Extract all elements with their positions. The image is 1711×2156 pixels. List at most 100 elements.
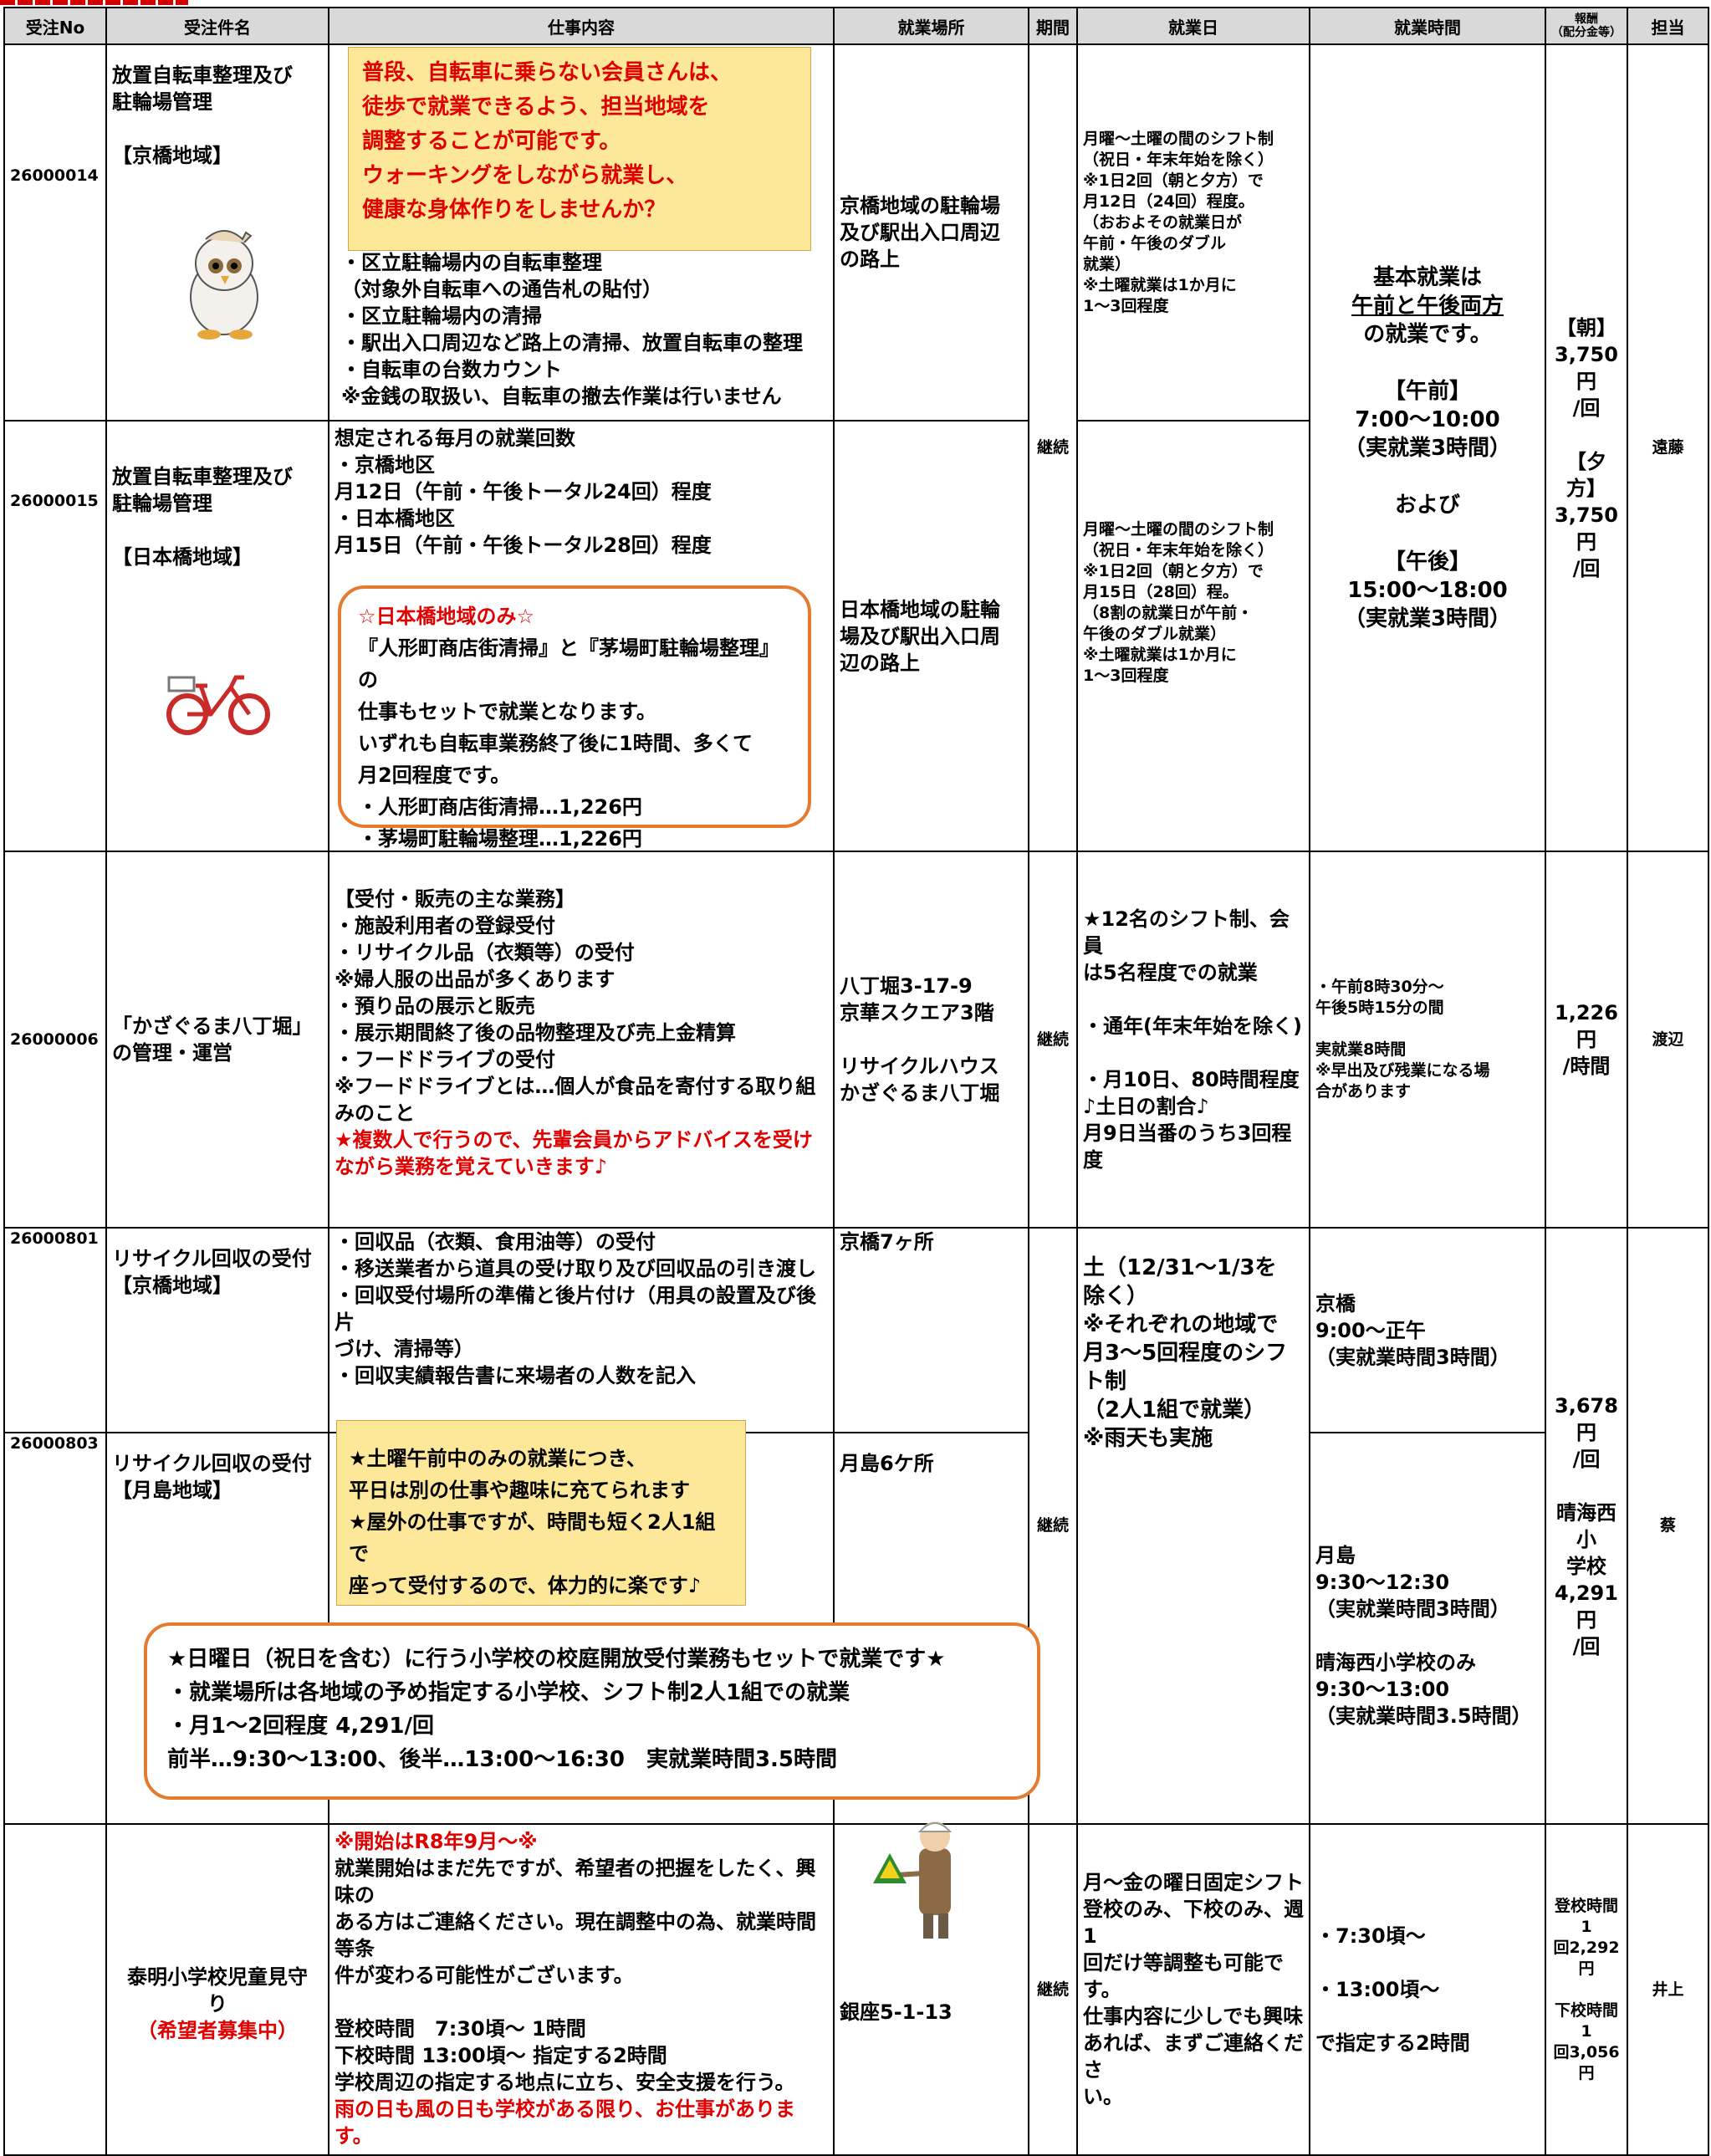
- row5-period-cell: 継続: [1028, 1823, 1078, 2156]
- row3-pay: 1,226円 /時間: [1555, 1001, 1618, 1078]
- group4-staff: 蔡: [1659, 1516, 1676, 1535]
- row1-no: 26000014: [10, 166, 99, 185]
- row3-days: ★12名のシフト制、会員 は5名程度での就業 ・通年(年末年始を除く) ・月10…: [1083, 907, 1302, 1172]
- row3-staff: 渡辺: [1652, 1029, 1684, 1049]
- row4a-content: ・回収品（衣類、食用油等）の受付 ・移送業者から道具の受け取り及び回収品の引き渡…: [335, 1230, 816, 1387]
- row4a-no-cell: 26000801: [3, 1227, 107, 1433]
- row3-no-cell: 26000006: [3, 851, 107, 1229]
- row5-staff-cell: 井上: [1627, 1823, 1709, 2156]
- row4b-no-cell: 26000803: [3, 1432, 107, 1825]
- mascot-illustration: [190, 230, 258, 340]
- row5-no-cell: [3, 1823, 107, 2156]
- group1-staff-cell: 遠藤: [1627, 43, 1709, 852]
- row4a-hours: 京橋 9:00～正午 （実就業時間3時間）: [1315, 1291, 1510, 1369]
- row5-content-red: 雨の日も風の日も学校がある限り、お仕事があります。: [335, 2097, 796, 2148]
- header-content: 仕事内容: [328, 7, 835, 45]
- row5-content-wrap: ※開始はR8年9月～※就業開始はまだ先ですが、希望者の把握をしたく、興味の ある…: [329, 1825, 833, 2154]
- row2-no-cell: 26000015: [3, 420, 107, 852]
- row3-title-cell: 「かざぐるま八丁堀」 の管理・運営: [105, 851, 329, 1229]
- row5-period: 継続: [1036, 1980, 1069, 1999]
- group4-pay: 3,678円 /回 晴海西小 学校 4,291円 /回: [1555, 1393, 1618, 1658]
- row5-title-cell: 泰明小学校児童見守 り （希望者募集中）: [105, 1823, 329, 2156]
- row5-pay: 登校時間1 回2,292円 下校時間1 回3,056円: [1553, 1896, 1620, 2082]
- row4b-place: 月島6ケ所: [840, 1452, 934, 1475]
- group1-period-cell: 継続: [1028, 43, 1078, 852]
- row3-pay-cell: 1,226円 /時間: [1545, 851, 1628, 1229]
- row3-period-cell: 継続: [1028, 851, 1078, 1229]
- header-days: 就業日: [1076, 7, 1310, 45]
- row1-title: 放置自転車整理及び 駐輪場管理 【京橋地域】: [112, 64, 293, 167]
- row4a-no: 26000801: [10, 1229, 99, 1248]
- sunday-callout: ★日曜日（祝日を含む）に行う小学校の校庭開放受付業務もセットで就業です★ ・就業…: [144, 1622, 1040, 1800]
- group1-hours: 基本就業は 午前と午後両方 の就業です。 【午前】 7:00～10:00 （実就…: [1343, 264, 1512, 631]
- header-title: 受注件名: [105, 7, 329, 45]
- row2-place: 日本橋地域の駐輪 場及び駅出入口周 辺の路上: [840, 597, 1000, 675]
- row3-place: 八丁堀3-17-9 京華スクエア3階 リサイクルハウス かざぐるま八丁堀: [840, 974, 1000, 1105]
- row4a-content-cell: ・回収品（衣類、食用油等）の受付 ・移送業者から道具の受け取り及び回収品の引き渡…: [328, 1227, 835, 1433]
- job-table: 受注No 受注件名 仕事内容 就業場所 期間 就業日 就業時間 報酬（配分金等）…: [3, 7, 1709, 2156]
- bicycle-illustration: [166, 675, 270, 735]
- row2-title-cell: 放置自転車整理及び 駐輪場管理 【日本橋地域】: [105, 420, 329, 852]
- group1-period: 継続: [1036, 438, 1069, 457]
- row4a-place-cell: 京橋7ヶ所: [833, 1227, 1029, 1433]
- row3-no: 26000006: [10, 1029, 99, 1049]
- header-place: 就業場所: [833, 7, 1029, 45]
- nihonbashi-callout-head: ☆日本橋地域のみ☆: [358, 605, 535, 628]
- group1-pay-cell: 【朝】 3,750円 /回 【夕方】 3,750円 /回: [1545, 43, 1628, 852]
- header-pay-top: 報酬: [1575, 13, 1598, 26]
- group1-pay: 【朝】 3,750円 /回 【夕方】 3,750円 /回: [1555, 315, 1618, 580]
- row5-hours: ・7:30頃～ ・13:00頃～ で指定する2時間: [1315, 1924, 1470, 2055]
- row1-place-cell: 京橋地域の駐輪場 及び駅出入口周辺 の路上: [833, 43, 1029, 421]
- group4-period-cell: 継続: [1028, 1227, 1078, 1825]
- row3-content-wrap: 【受付・販売の主な業務】 ・施設利用者の登録受付 ・リサイクル品（衣類等）の受付…: [329, 852, 833, 1185]
- group4-pay-cell: 3,678円 /回 晴海西小 学校 4,291円 /回: [1545, 1227, 1628, 1825]
- row1-no-cell: 26000014: [3, 43, 107, 421]
- row4a-title: リサイクル回収の受付 【京橋地域】: [112, 1247, 312, 1297]
- row5-title-red: （希望者募集中）: [137, 2019, 298, 2042]
- row5-staff: 井上: [1652, 1980, 1684, 1999]
- row5-title: 泰明小学校児童見守 り: [127, 1965, 308, 2016]
- group4-staff-cell: 蔡: [1627, 1227, 1709, 1825]
- row5-hours-cell: ・7:30頃～ ・13:00頃～ で指定する2時間: [1309, 1823, 1546, 2156]
- nihonbashi-callout-body: 『人形町商店街清掃』と『茅場町駐輪場整理』の 仕事もセットで就業となります。 い…: [358, 636, 779, 851]
- row3-content: 【受付・販売の主な業務】 ・施設利用者の登録受付 ・リサイクル品（衣類等）の受付…: [335, 887, 816, 1125]
- row4b-hours: 月島 9:30～12:30 （実就業時間3時間） 晴海西小学校のみ 9:30～1…: [1315, 1544, 1532, 1728]
- walking-callout: 普段、自転車に乗らない会員さんは、 徒歩で就業できるよう、担当地域を 調整するこ…: [348, 47, 811, 251]
- row4b-title: リサイクル回収の受付 【月島地域】: [112, 1452, 312, 1502]
- row5-title-wrap: 泰明小学校児童見守 り （希望者募集中）: [107, 1930, 328, 2049]
- row5-place: 銀座5-1-13: [840, 2000, 953, 2024]
- header-no: 受注No: [3, 7, 107, 45]
- row1-place: 京橋地域の駐輪場 及び駅出入口周辺 の路上: [840, 194, 1000, 271]
- row3-content-cell: 【受付・販売の主な業務】 ・施設利用者の登録受付 ・リサイクル品（衣類等）の受付…: [328, 851, 835, 1229]
- table-row: 26000006 「かざぐるま八丁堀」 の管理・運営 【受付・販売の主な業務】 …: [3, 851, 1709, 1229]
- header-pay: 報酬（配分金等）: [1545, 7, 1628, 45]
- row5-content: 就業開始はまだ先ですが、希望者の把握をしたく、興味の ある方はご連絡ください。現…: [335, 1857, 816, 2094]
- row2-no: 26000015: [10, 491, 99, 510]
- row4b-no: 26000803: [10, 1434, 99, 1453]
- row3-content-red: ★複数人で行うので、先輩会員からアドバイスを受けながら業務を覚えていきます♪: [335, 1128, 813, 1178]
- row5-content-cell: ※開始はR8年9月～※就業開始はまだ先ですが、希望者の把握をしたく、興味の ある…: [328, 1823, 835, 2156]
- row4a-title-cell: リサイクル回収の受付 【京橋地域】: [105, 1227, 329, 1433]
- group1-staff: 遠藤: [1652, 438, 1684, 457]
- row2-days: 月曜～土曜の間のシフト制 （祝日・年末年始を除く） ※1日2回（朝と夕方）で 月…: [1083, 519, 1274, 685]
- row1-days-cell: 月曜～土曜の間のシフト制 （祝日・年末年始を除く） ※1日2回（朝と夕方）で 月…: [1076, 43, 1310, 421]
- table-row: 26000014 放置自転車整理及び 駐輪場管理 【京橋地域】 京橋地域の駐輪場…: [3, 43, 1709, 852]
- row3-title: 「かざぐるま八丁堀」 の管理・運営: [112, 1014, 313, 1065]
- row4a-place: 京橋7ヶ所: [840, 1230, 934, 1254]
- header-period: 期間: [1028, 7, 1078, 45]
- row3-place-cell: 八丁堀3-17-9 京華スクエア3階 リサイクルハウス かざぐるま八丁堀: [833, 851, 1029, 1229]
- row4a-hours-cell: 京橋 9:00～正午 （実就業時間3時間）: [1309, 1227, 1546, 1433]
- recycle-callout: ★土曜午前中のみの就業につき、 平日は別の仕事や趣味に充てられます ★屋外の仕事…: [336, 1420, 746, 1606]
- group4-days: 土（12/31～1/3を 除く） ※それぞれの地域で 月3～5回程度のシフ ト制…: [1083, 1255, 1288, 1451]
- row1-days: 月曜～土曜の間のシフト制 （祝日・年末年始を除く） ※1日2回（朝と夕方）で 月…: [1083, 130, 1274, 315]
- group4-period: 継続: [1036, 1516, 1069, 1535]
- row2-title: 放置自転車整理及び 駐輪場管理 【日本橋地域】: [112, 465, 293, 569]
- nihonbashi-callout: ☆日本橋地域のみ☆ 『人形町商店街清掃』と『茅場町駐輪場整理』の 仕事もセットで…: [338, 585, 811, 851]
- group4-days-cell: 土（12/31～1/3を 除く） ※それぞれの地域で 月3～5回程度のシフ ト制…: [1076, 1227, 1310, 1825]
- row5-pay-cell: 登校時間1 回2,292円 下校時間1 回3,056円: [1545, 1823, 1628, 2156]
- row5-days-cell: 月～金の曜日固定シフト 登校のみ、下校のみ、週1 回だけ等調整も可能で す。 仕…: [1076, 1823, 1310, 2156]
- hours-underline-phrase: 午前と午後両方: [1351, 293, 1504, 319]
- header-staff: 担当: [1627, 7, 1709, 45]
- row2-days-cell: 月曜～土曜の間のシフト制 （祝日・年末年始を除く） ※1日2回（朝と夕方）で 月…: [1076, 420, 1310, 852]
- row2-place-cell: 日本橋地域の駐輪 場及び駅出入口周 辺の路上: [833, 420, 1029, 852]
